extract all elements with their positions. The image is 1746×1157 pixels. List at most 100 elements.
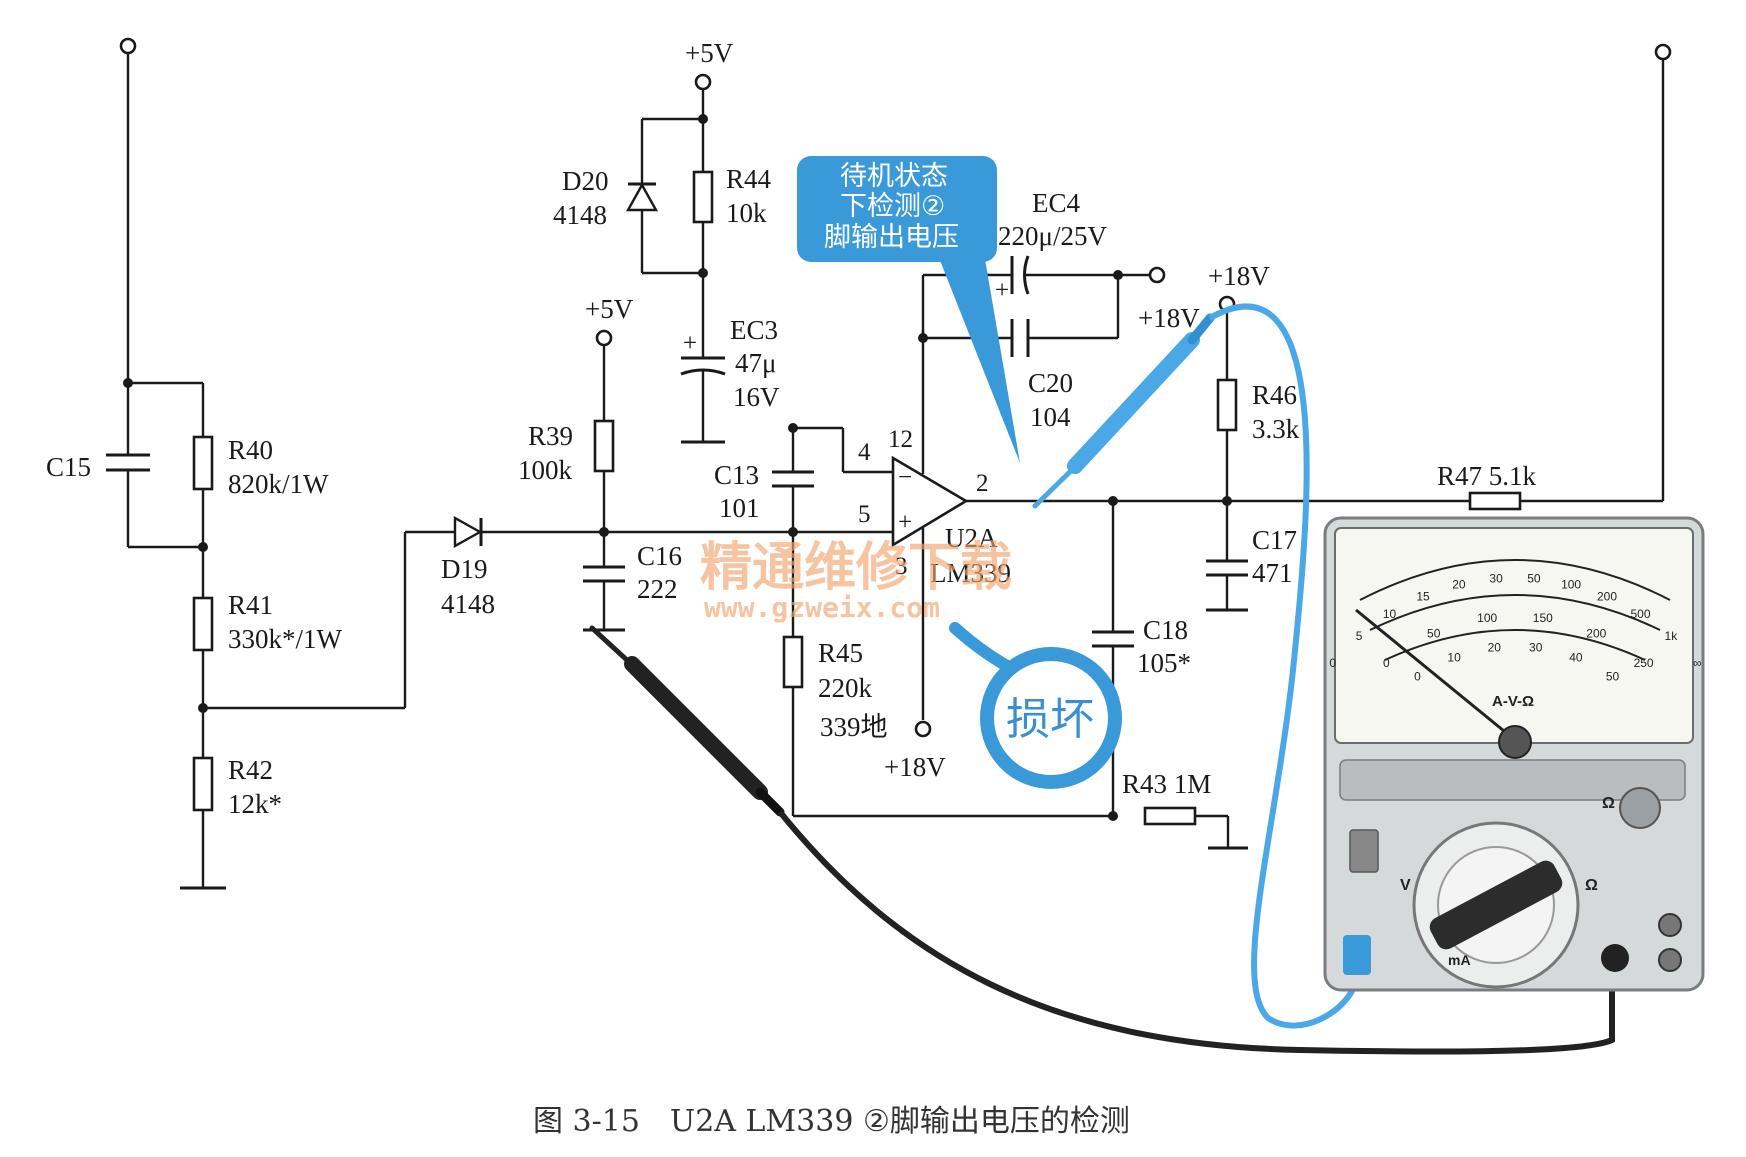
pin-3: 3	[895, 553, 908, 580]
label-c17: C17	[1252, 525, 1297, 555]
left-divider-network	[106, 37, 455, 890]
label-d20-value: 4148	[553, 200, 607, 230]
meter-scale-label: 40	[1569, 650, 1583, 664]
resistor-r45	[782, 635, 804, 689]
meter-scale-label: 100	[1477, 611, 1497, 625]
callout-line-3: 脚输出电压	[824, 222, 959, 253]
label-lm339: LM339	[930, 558, 1011, 588]
pin-4: 4	[858, 439, 871, 466]
meter-scale-label: 500	[1630, 607, 1650, 621]
pin-12: 12	[888, 426, 913, 453]
label-18v-bottom: +18V	[884, 752, 946, 782]
ohm-adjust-label: Ω	[1602, 795, 1615, 812]
meter-zero-adjust[interactable]	[1498, 725, 1532, 759]
label-18v-a: +18V	[1208, 261, 1270, 291]
meter-scale-label: 50	[1427, 626, 1441, 640]
jack-red-plug[interactable]	[1343, 935, 1371, 975]
meter-scale-label: 30	[1489, 572, 1503, 586]
label-r43: R43 1M	[1122, 769, 1211, 799]
meter-needle	[1355, 608, 1516, 742]
label-r44: R44	[726, 164, 772, 194]
callout-damaged: 损坏	[949, 622, 1122, 789]
jack-aux-2[interactable]	[1658, 948, 1682, 972]
label-5v-top: +5V	[685, 38, 734, 68]
label-ec3: EC3	[730, 315, 778, 345]
label-ec3-value1: 47μ	[735, 348, 776, 378]
meter-scale-label: 10	[1447, 650, 1461, 664]
label-r46: R46	[1252, 380, 1297, 410]
jack-black-plug[interactable]	[1601, 944, 1629, 972]
meter-scale-label: 20	[1488, 640, 1502, 654]
meter-scale-label: 0	[1383, 656, 1390, 670]
label-ec4: EC4	[1032, 188, 1081, 218]
meter-scale-label: 1k	[1665, 629, 1679, 643]
red-probe	[1032, 303, 1359, 1029]
diode-d19	[453, 515, 604, 549]
label-d19: D19	[441, 554, 488, 584]
label-r45: R45	[818, 638, 863, 668]
label-c17-value: 471	[1252, 558, 1293, 588]
meter-scale-label: ∞	[1693, 656, 1702, 670]
watermark-line-2: www.gzweix.com	[704, 591, 940, 624]
callout-line-2: 下检测②	[840, 191, 945, 222]
meter-scale-label: 0	[1414, 670, 1421, 684]
label-ec4-value: 220μ/25V	[998, 221, 1107, 251]
range-selector-knob[interactable]	[1426, 857, 1566, 953]
meter-scale-label: 50	[1606, 670, 1620, 684]
terminal-18v-bottom	[914, 720, 932, 738]
resistor-r40	[192, 435, 214, 491]
knob-ohm-label: Ω	[1585, 877, 1598, 894]
meter-scale-label: 200	[1586, 626, 1606, 640]
meter-scale-label: 20	[1452, 578, 1466, 592]
meter-scale-label: 200	[1597, 590, 1617, 604]
watermark-line-1: 精通维修下载	[700, 538, 1012, 598]
ohm-adjust-knob[interactable]	[1619, 787, 1661, 829]
label-d19-value: 4148	[441, 589, 495, 619]
meter-scale-label: 150	[1533, 611, 1553, 625]
label-r40-value: 820k/1W	[228, 469, 329, 499]
resistor-r41	[192, 596, 214, 652]
meter-scale-label: 100	[1561, 578, 1581, 592]
knob-v-label: V	[1400, 877, 1411, 894]
label-c13-value: 101	[719, 493, 760, 523]
meter-scale-label: 10	[1383, 607, 1397, 621]
label-c16-value: 222	[637, 574, 678, 604]
terminal-top-left	[119, 37, 137, 55]
c13-r45-column	[604, 423, 1113, 818]
watermark: 精通维修下载 www.gzweix.com	[700, 538, 1012, 624]
black-probe	[589, 625, 1615, 1055]
output-network	[1092, 43, 1672, 850]
label-u2a: U2A	[945, 523, 998, 553]
resistor-r39	[593, 419, 615, 473]
svg-text:+: +	[898, 509, 912, 536]
resistor-r43	[1143, 806, 1197, 826]
label-r40: R40	[228, 435, 273, 465]
terminal-5v-top	[694, 73, 712, 91]
meter-scale-label: 50	[1527, 572, 1541, 586]
label-r44-value: 10k	[726, 198, 767, 228]
terminal-top-right	[1654, 43, 1672, 61]
label-r42: R42	[228, 755, 273, 785]
damaged-label: 损坏	[1006, 694, 1094, 745]
resistor-r47	[1468, 491, 1522, 511]
svg-text:−: −	[898, 464, 912, 491]
label-r42-value: 12k*	[228, 789, 282, 819]
meter-dial-label: A-V-Ω	[1492, 693, 1534, 710]
hfe-socket	[1349, 829, 1379, 873]
top-5v-network: +	[625, 73, 726, 444]
svg-text:+: +	[995, 277, 1009, 304]
label-r39: R39	[528, 421, 573, 451]
resistor-r44	[692, 170, 714, 224]
pin-5: 5	[858, 501, 871, 528]
meter-scale-label: 15	[1416, 590, 1430, 604]
jack-aux-1[interactable]	[1658, 913, 1682, 937]
label-r47: R47 5.1k	[1437, 461, 1537, 491]
label-c18: C18	[1143, 615, 1188, 645]
ec4-c20-network: +	[921, 255, 1166, 357]
resistor-r42	[192, 756, 214, 812]
label-r41-value: 330k*/1W	[228, 624, 343, 654]
label-18v-b: +18V	[1138, 303, 1200, 333]
